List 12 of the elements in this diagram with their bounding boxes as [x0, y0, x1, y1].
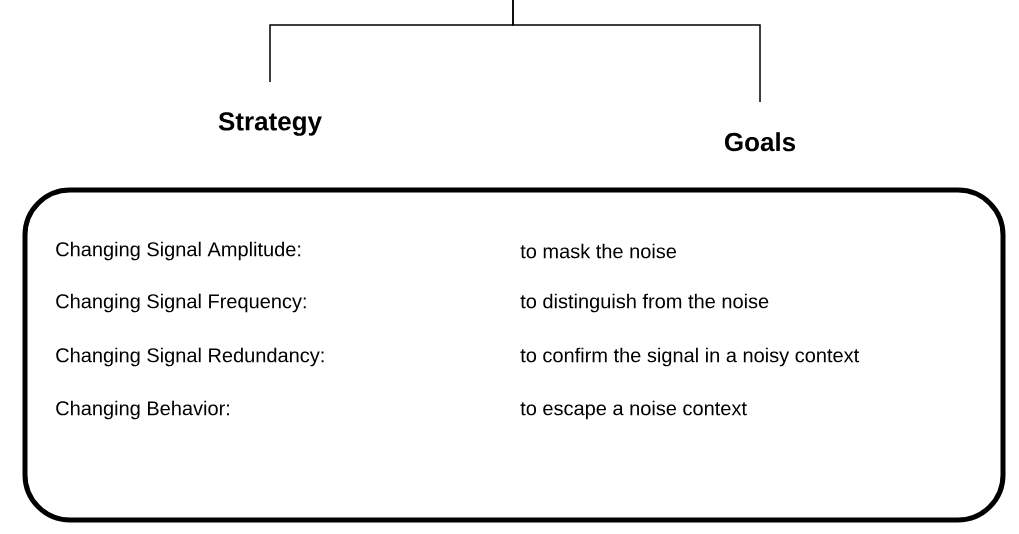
- table-cell: Changing Signal Frequency:: [56, 293, 306, 313]
- table-cell: Changing Signal Redundancy:: [56, 347, 324, 367]
- table-cell: to escape a noise context: [520, 400, 747, 420]
- table-cell: to confirm the signal in a noisy context: [520, 347, 860, 367]
- heading: Goals: [724, 132, 796, 152]
- bracket-line: [512, 0, 761, 103]
- table-cell: Changing Behavior:: [56, 400, 229, 420]
- heading: Strategy: [218, 112, 322, 136]
- table-cell: to mask the noise: [520, 243, 677, 259]
- rounded-box: [22, 187, 1006, 523]
- table-cell: Changing Signal Amplitude:: [56, 241, 301, 261]
- table-cell: to distinguish from the noise: [520, 293, 769, 313]
